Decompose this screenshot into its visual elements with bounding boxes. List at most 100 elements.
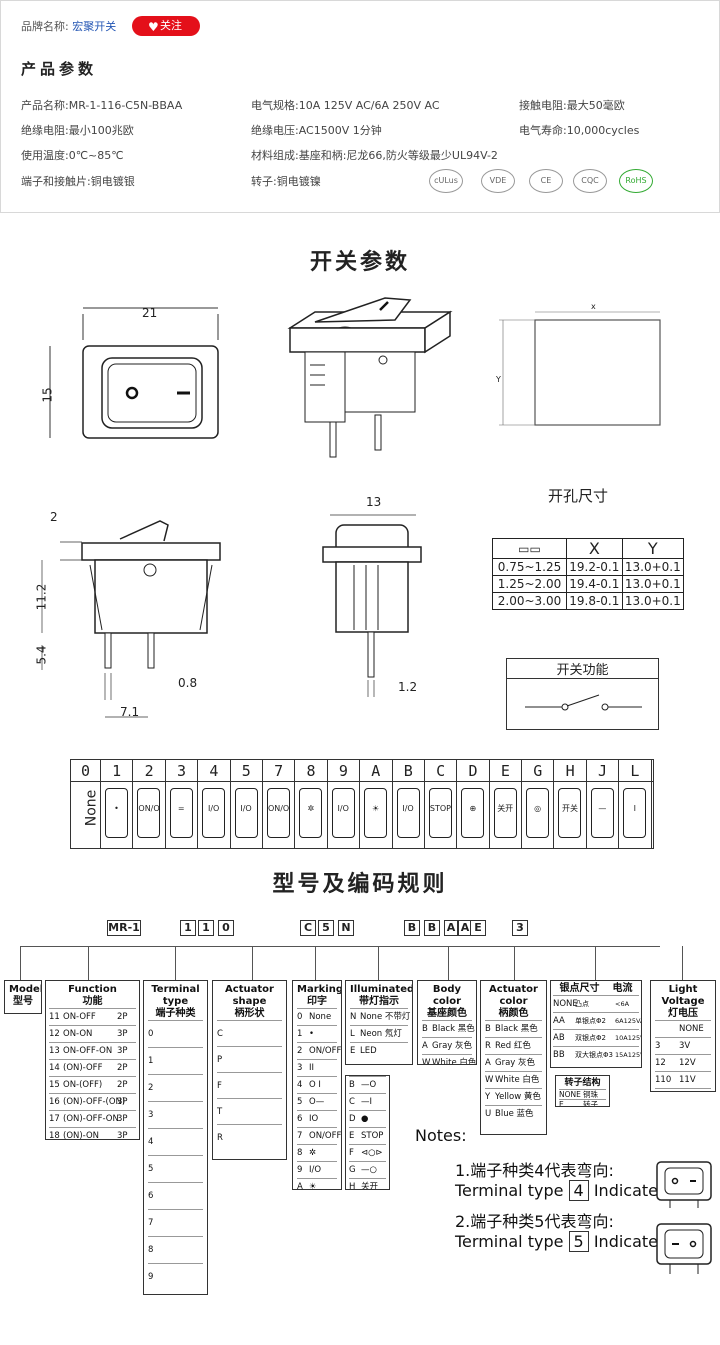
- marking-index-cell: E: [490, 760, 523, 781]
- table-row: B—O: [349, 1076, 386, 1093]
- table-row: G—○: [349, 1161, 386, 1178]
- y-label: Y: [496, 375, 501, 384]
- rocker-key-icon: =: [169, 788, 193, 838]
- param-life: 电气寿命:10,000cycles: [519, 124, 640, 137]
- marking-index-cell: J: [587, 760, 620, 781]
- rocker-key-icon: ☀: [364, 788, 388, 838]
- rocker-key-icon: ◎: [526, 788, 550, 838]
- marking-index-cell: 2: [133, 760, 166, 781]
- table-row: 2: [148, 1074, 203, 1101]
- marking-symbol: I/O: [207, 804, 220, 813]
- dim-width: 21: [142, 306, 158, 320]
- dim-side-pin: 1.2: [398, 680, 418, 694]
- marking-symbol: ON/OFF: [138, 804, 160, 813]
- table-row: T: [217, 1098, 282, 1124]
- table-row: BB双大银点Φ315A125VAC: [553, 1046, 641, 1063]
- table-row: NONE凸点<6A: [553, 995, 639, 1012]
- marking-symbol: None: [83, 789, 100, 827]
- marking-symbol: •: [114, 804, 119, 813]
- rocker-key-icon: •: [105, 788, 128, 838]
- rocker-key-icon: ✲: [299, 788, 323, 838]
- table-row: 1•: [297, 1025, 337, 1042]
- dim-top: 2: [50, 510, 58, 524]
- marking-index-cell: 0: [71, 760, 101, 781]
- cert-vde-icon: VDE: [481, 169, 515, 193]
- param-rotor: 转子:铜电镀镍: [251, 175, 321, 188]
- code-segment: 0: [218, 920, 234, 936]
- dim-pin-width: 0.8: [178, 676, 198, 690]
- front-view-drawing: [49, 307, 219, 439]
- note-1-detail: Terminal type 4 Indicate:: [455, 1180, 664, 1201]
- table-row: 3: [148, 1101, 203, 1128]
- dim-pin-gap: 7.1: [120, 705, 140, 719]
- rocker-key-icon: I/O: [234, 788, 258, 838]
- table-row: 16(ON)-OFF-(ON)3P: [49, 1093, 136, 1110]
- notes-label: Notes:: [415, 1126, 467, 1145]
- brand-row: 品牌名称: 宏聚开关: [21, 20, 117, 33]
- marking-symbol: ⊕: [469, 804, 477, 813]
- marking-index-cell: C: [425, 760, 458, 781]
- table-row: 5: [148, 1155, 203, 1182]
- table-row: AB双银点Φ210A125VAC: [553, 1029, 641, 1046]
- code-segment: 1: [198, 920, 214, 936]
- marking-index-cell: 5: [231, 760, 263, 781]
- dim-body-height: 11.2: [34, 583, 49, 611]
- marking-index-cell: G: [522, 760, 555, 781]
- function-box: 开关功能: [506, 658, 659, 730]
- rocker-key-icon: I: [623, 788, 647, 838]
- param-insulation-resistance: 绝缘电阻:最小100兆欧: [21, 124, 134, 137]
- code-segment: E: [470, 920, 486, 936]
- coding-title: 型号及编码规则: [272, 872, 448, 897]
- brand-link[interactable]: 宏聚开关: [72, 20, 117, 33]
- product-card: 品牌名称: 宏聚开关 关注 ♥ 产品参数 产品名称:MR-1-116-C5N-B…: [0, 0, 720, 213]
- marking-symbol: ✲: [307, 804, 315, 813]
- connector-bus: [20, 946, 660, 947]
- marking-index-cell: L: [619, 760, 652, 781]
- rocker-key-icon: I/O: [202, 788, 226, 838]
- marking-symbol: ◎: [534, 804, 542, 813]
- perspective-drawing: [287, 297, 453, 458]
- marking-index-cell: 4: [198, 760, 231, 781]
- code-segment: B: [424, 920, 440, 936]
- marking-index-cell: D: [457, 760, 490, 781]
- marking-index-cell: A: [360, 760, 393, 781]
- table-row: P: [217, 1046, 282, 1072]
- table-row: A☀: [297, 1178, 337, 1189]
- cert-ce-icon: CE: [529, 169, 563, 193]
- cutout-title: 开孔尺寸: [548, 487, 609, 505]
- table-row: NONE: [655, 1020, 711, 1037]
- code-segment: N: [338, 920, 354, 936]
- param-insulation-voltage: 绝缘电压:AC1500V 1分钟: [251, 124, 382, 137]
- follow-button[interactable]: 关注: [132, 16, 200, 36]
- table-row: C: [217, 1020, 282, 1046]
- side-view-drawing: [41, 520, 221, 718]
- table-row: 6: [148, 1182, 203, 1209]
- param-contact-resistance: 接触电阻:最大50毫欧: [519, 99, 625, 112]
- end-view-drawing: [322, 514, 422, 697]
- marking-symbol: 开关: [561, 804, 578, 813]
- terminal-5-orientation-icon: [656, 1223, 712, 1274]
